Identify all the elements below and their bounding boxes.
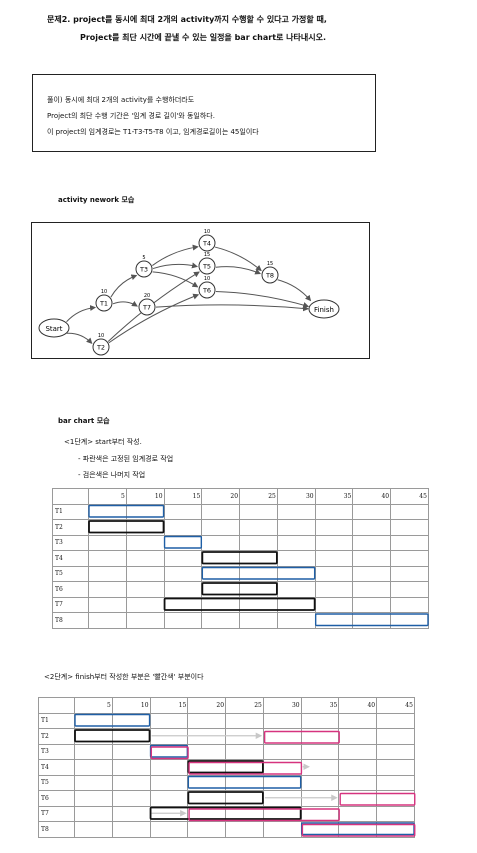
edge-start-T1: [66, 305, 97, 323]
node-t4: T4 10: [198, 229, 216, 252]
edge-T8-finish: [277, 279, 312, 302]
bar-t1-critical: [88, 504, 165, 518]
row-label: T2: [52, 519, 89, 536]
network-diagram: StartT110T210T35T410T515T610T720T815Fini…: [38, 229, 340, 356]
node-duration: 20: [144, 293, 150, 299]
node-duration: 10: [101, 289, 107, 295]
node-t5: T5 15: [198, 252, 216, 275]
edge-T5-T8: [215, 266, 262, 275]
bar-t2-other: [88, 520, 165, 534]
edge-T3-T6: [152, 271, 199, 288]
bar-t2-finish: [263, 730, 340, 744]
edge-T4-T8: [214, 246, 262, 272]
node-label: T3: [139, 266, 148, 274]
bar-t3-finish: [150, 746, 189, 760]
bar-t7-other: [149, 806, 302, 820]
gantt-bars: [74, 713, 416, 837]
edge-T2-T6: [108, 293, 200, 344]
node-duration: 10: [98, 333, 104, 339]
node-t6: T6 10: [198, 276, 216, 299]
gantt-row: T3: [52, 534, 429, 551]
network-heading: activity nework 모습: [58, 196, 135, 204]
node-duration: 10: [204, 229, 210, 235]
node-duration: 15: [267, 261, 273, 267]
bar-t1-critical: [74, 713, 151, 727]
question-line-2: Project를 최단 시간에 끝낼 수 있는 일정을 bar chart로 나…: [80, 33, 327, 42]
gantt-row: T4: [52, 550, 429, 567]
bar-t6-finish: [339, 792, 416, 806]
solution-box: 풀이) 동시에 최대 2개의 activity를 수행하더라도 Project의…: [32, 74, 376, 152]
edge-T1-T3: [110, 274, 138, 298]
edge-T6-finish: [215, 290, 310, 308]
barchart-heading: bar chart 모습: [58, 417, 110, 425]
bar-t6-other: [201, 582, 278, 596]
node-duration: 5: [142, 255, 145, 261]
step1-bullet-other: - 검은색은 나머지 작업: [78, 471, 146, 479]
edge-T3-T5: [152, 262, 198, 270]
step1-title: <1단계> start부터 작성.: [64, 438, 142, 446]
bar-t4-other: [201, 551, 278, 565]
tick-label: 45: [376, 697, 415, 714]
row-label: T8: [52, 612, 89, 629]
solution-line-2: Project의 최단 수행 기간은 '임계 경로 길이'와 동일하다.: [47, 112, 215, 120]
edge-start-T2: [66, 332, 93, 344]
node-label: T4: [202, 240, 211, 248]
row-label: T3: [38, 743, 75, 760]
node-t3: T3 5: [135, 255, 153, 278]
node-label: Start: [45, 325, 62, 333]
bar-t7-other: [163, 597, 316, 611]
node-start: Start: [38, 318, 70, 338]
bar-t4-other: [187, 760, 264, 774]
node-label: T5: [202, 263, 211, 271]
node-label: Finish: [314, 306, 334, 314]
solution-line-1: 풀이) 동시에 최대 2개의 activity를 수행하더라도: [47, 96, 195, 104]
node-t8: T8 15: [261, 261, 279, 284]
node-label: T1: [99, 300, 108, 308]
bar-t4-finish: [188, 761, 303, 775]
bar-t8-critical: [314, 613, 429, 627]
bar-t8-critical: [300, 822, 415, 836]
node-label: T2: [96, 344, 105, 352]
node-t7: T7 20: [138, 293, 156, 316]
node-t1: T1 10: [95, 289, 113, 312]
node-finish: Finish: [308, 299, 340, 319]
step2-title: <2단계> finish부터 작성한 부분은 '빨간색' 부분이다: [44, 673, 204, 681]
bar-t7-finish: [188, 808, 340, 822]
bar-t5-critical: [187, 775, 302, 789]
node-duration: 10: [204, 276, 210, 282]
node-duration: 15: [204, 252, 210, 258]
gantt-row: T8: [52, 612, 429, 629]
bar-t5-critical: [201, 566, 316, 580]
question-line-1: 문제2. project를 동시에 최대 2개의 activity까지 수행할 …: [47, 15, 327, 24]
node-t2: T2 10: [92, 333, 110, 356]
edge-T1-T7: [112, 300, 138, 307]
gantt-row: T8: [38, 821, 415, 838]
solution-line-3: 이 project의 임계경로는 T1-T3-T5-T8 이고, 임계경로길이는…: [47, 128, 259, 136]
node-label: T8: [265, 272, 274, 280]
gantt-bars: [88, 504, 429, 627]
gantt-row: T7: [52, 596, 429, 613]
node-label: T6: [202, 287, 211, 295]
step1-bullet-critical: - 파란색은 고정된 임계경로 작업: [78, 455, 174, 463]
row-label: T8: [38, 821, 75, 838]
bar-t3-critical: [163, 535, 203, 549]
bar-t8-finish: [301, 823, 416, 837]
bar-t3-critical: [149, 744, 189, 758]
edge-T7-finish: [155, 304, 309, 312]
node-label: T7: [142, 304, 151, 312]
bar-t6-other: [187, 791, 264, 805]
edge-T3-T4: [152, 244, 199, 266]
bar-t2-other: [74, 729, 151, 743]
